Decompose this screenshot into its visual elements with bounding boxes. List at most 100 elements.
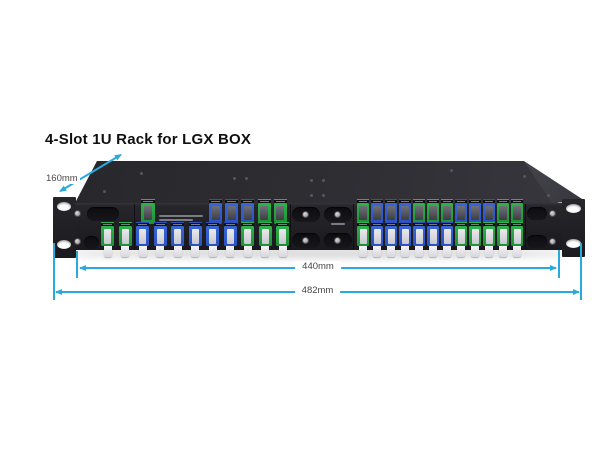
left-module-common-port (141, 199, 155, 224)
dust-cap (243, 246, 252, 257)
fiber-adapter-green (241, 222, 254, 257)
channel-label-strip (427, 222, 439, 226)
channel-label-strip (511, 222, 523, 226)
panel-fine-print (331, 223, 345, 225)
channel-label-strip (101, 222, 114, 226)
channel-label-strip (413, 222, 425, 226)
handle-recess (84, 236, 99, 249)
adapter-body (483, 203, 495, 224)
fiber-adapter-blue (225, 199, 239, 224)
thumbscrew-icon (302, 237, 309, 244)
channel-label-strip (469, 199, 481, 203)
dust-cap (429, 246, 437, 257)
dust-cap (208, 246, 217, 257)
adapter-body (413, 203, 425, 224)
adapter-body (497, 226, 509, 246)
channel-label-strip (223, 222, 237, 226)
adapter-body (209, 203, 222, 224)
fiber-adapter-green (511, 199, 523, 224)
adapter-body (427, 226, 439, 246)
dust-cap (457, 246, 465, 257)
channel-label-strip (188, 222, 202, 226)
handle-recess (87, 207, 119, 221)
overall-width-dimension-label: 482mm (294, 285, 341, 296)
dust-cap (121, 246, 129, 257)
fiber-adapter-green (497, 199, 509, 224)
fiber-adapter-blue (136, 222, 149, 257)
channel-label-strip (455, 222, 467, 226)
channel-label-strip (225, 199, 239, 203)
fiber-adapter-green (101, 222, 114, 257)
fiber-adapter-blue (371, 199, 383, 224)
slot-seam (134, 204, 135, 249)
slot-seam (290, 204, 291, 249)
thumbscrew-icon (74, 210, 81, 217)
channel-label-strip (241, 222, 254, 226)
thumbscrew-icon (549, 238, 556, 245)
depth-dimension-label: 160mm (44, 173, 80, 184)
thumbscrew-icon (334, 237, 341, 244)
screw-icon (245, 177, 248, 180)
dust-cap (359, 246, 367, 257)
dimension-tick (580, 243, 582, 300)
fiber-adapter-blue (188, 222, 202, 257)
channel-label-strip (469, 222, 481, 226)
fiber-adapter-green (427, 199, 439, 224)
fiber-adapter-green (483, 222, 495, 257)
screw-icon (547, 194, 550, 197)
channel-label-strip (441, 222, 453, 226)
channel-label-strip (257, 199, 271, 203)
rack-width-dimension-arrow: 440mm (79, 261, 557, 272)
fiber-adapter-blue (399, 222, 411, 257)
handle-recess (527, 235, 547, 248)
mounting-hole (57, 202, 71, 211)
fiber-adapter-green (276, 222, 289, 257)
screw-icon (322, 179, 325, 182)
channel-label-strip (511, 199, 523, 203)
adapter-body (371, 226, 383, 246)
fiber-adapter-blue (153, 222, 167, 257)
dust-cap (138, 246, 147, 257)
dimension-tick (76, 251, 78, 278)
panel-fine-print (159, 215, 203, 217)
adapter-body (385, 203, 397, 224)
fiber-adapter-blue (399, 199, 411, 224)
left-module-bottom-row (101, 222, 289, 257)
fiber-adapter-green (357, 222, 369, 257)
dust-cap (513, 246, 521, 257)
overall-width-dimension-arrow: 482mm (55, 285, 580, 296)
fiber-adapter-green (455, 222, 467, 257)
rack-width-dimension-label: 440mm (295, 261, 341, 272)
panel-fine-print (159, 219, 193, 221)
adapter-body (455, 226, 467, 246)
fiber-adapter-green (258, 222, 272, 257)
dust-cap (387, 246, 395, 257)
channel-label-strip (385, 199, 397, 203)
channel-label-strip (483, 199, 495, 203)
thumbscrew-icon (302, 211, 309, 218)
fiber-adapter-blue (483, 199, 495, 224)
channel-label-strip (357, 199, 369, 203)
rack-ear-right (562, 199, 585, 257)
channel-label-strip (206, 222, 219, 226)
adapter-body (469, 203, 481, 224)
channel-label-strip (371, 199, 383, 203)
adapter-body (241, 226, 254, 246)
adapter-body (223, 226, 237, 246)
channel-label-strip (153, 222, 167, 226)
channel-label-strip (455, 199, 467, 203)
adapter-body (427, 203, 439, 224)
dust-cap (261, 246, 269, 257)
thumbscrew-icon (74, 238, 81, 245)
dust-cap (485, 246, 493, 257)
chassis-drop-shadow (62, 249, 572, 258)
channel-label-strip (258, 222, 272, 226)
thumbscrew-icon (334, 211, 341, 218)
dust-cap (471, 246, 479, 257)
dust-cap (226, 246, 234, 257)
adapter-body (441, 226, 453, 246)
dust-cap (443, 246, 451, 257)
channel-label-strip (399, 199, 411, 203)
fiber-adapter-blue (441, 222, 453, 257)
